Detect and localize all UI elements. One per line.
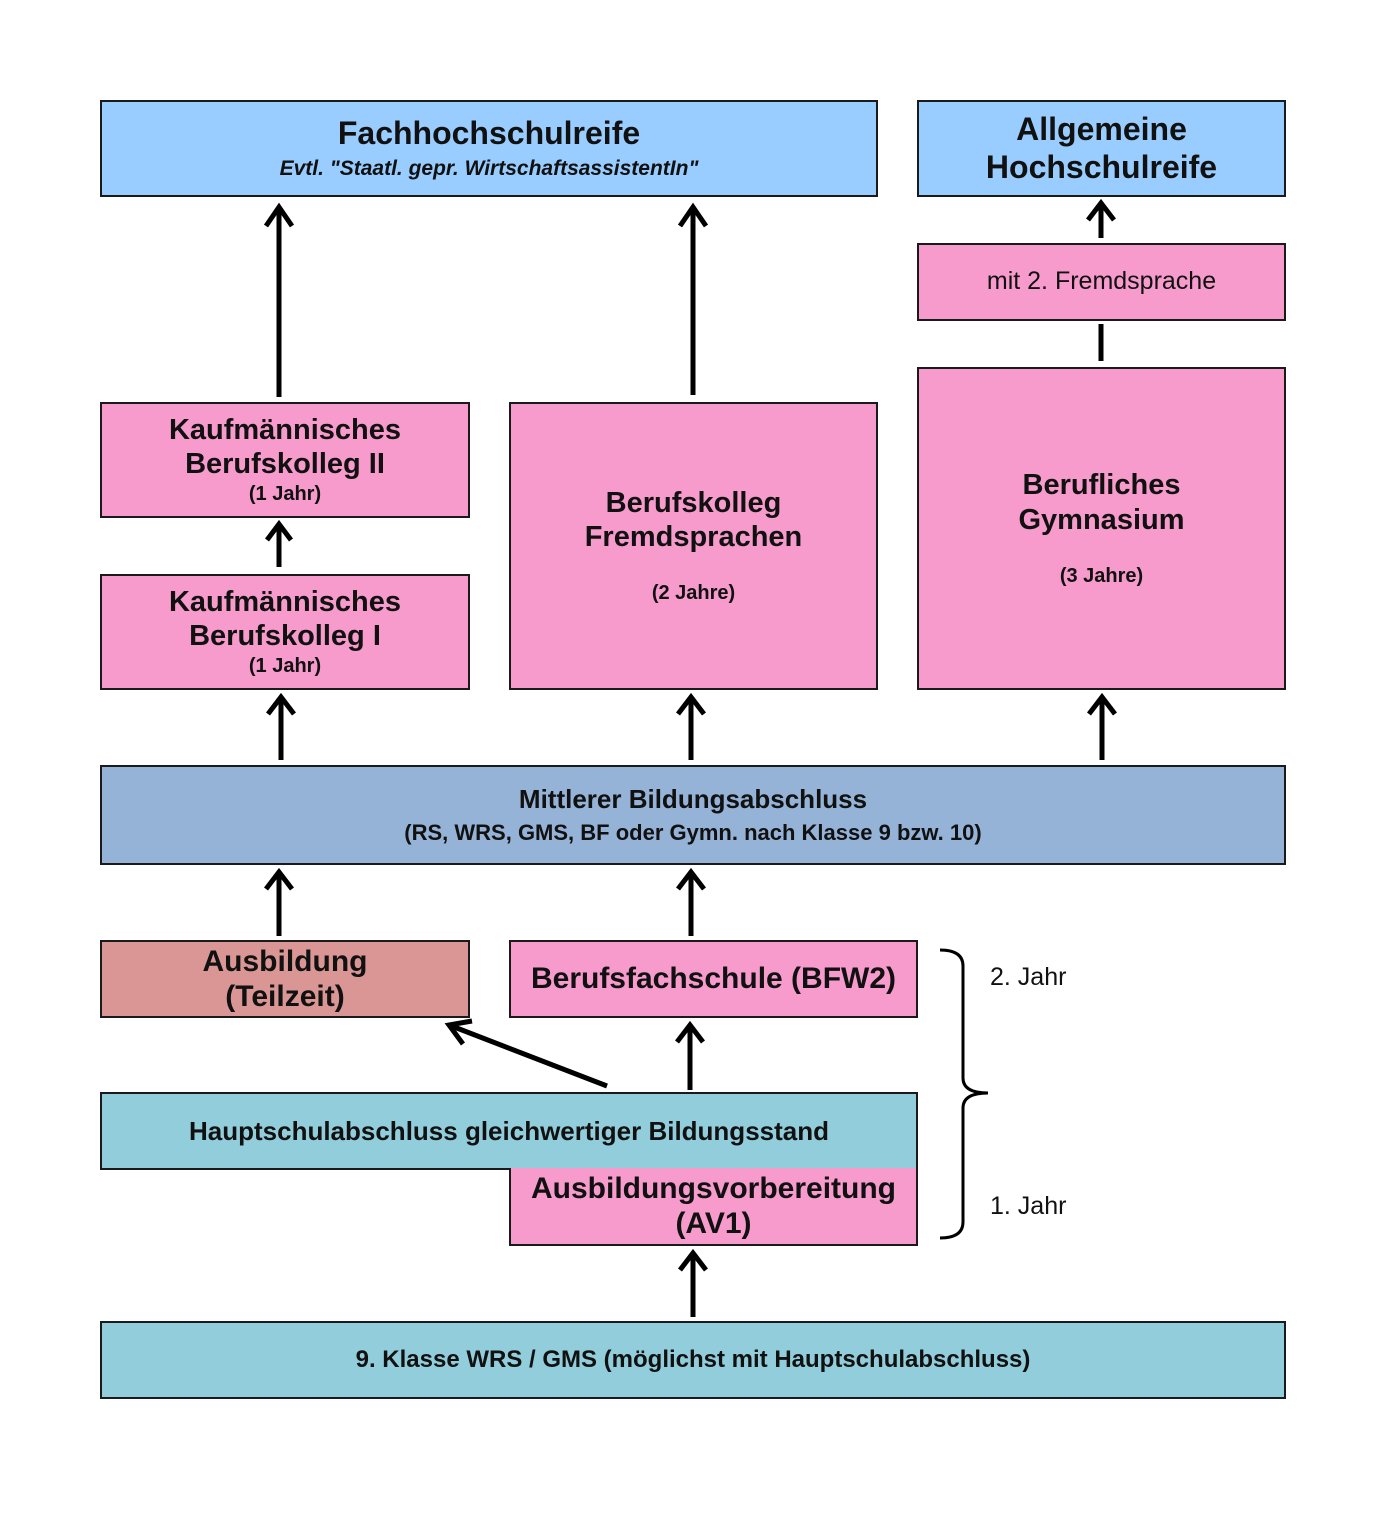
fachhochschulreife-subtitle: Evtl. "Staatl. gepr. Wirtschaftsassisten… bbox=[279, 156, 699, 180]
berufliches-gymnasium-line2: Gymnasium bbox=[1018, 503, 1185, 536]
ausbildung-line1: Ausbildung bbox=[202, 944, 368, 978]
year-2-label: 2. Jahr bbox=[990, 963, 1067, 991]
bfw2-label: Berufsfachschule (BFW2) bbox=[530, 962, 897, 996]
arrow-mittlerer-to-kbk1 bbox=[266, 692, 296, 760]
fachhochschulreife-box: Fachhochschulreife Evtl. "Staatl. gepr. … bbox=[100, 100, 878, 197]
arrow-fremdsprache-to-allgemeine-hochschulreife bbox=[1086, 198, 1116, 238]
bk-fremdsprachen-line1: Berufskolleg bbox=[605, 486, 782, 519]
fremdsprache-box: mit 2. Fremdsprache bbox=[917, 243, 1286, 321]
arrow-hauptschulabschluss-to-bfw2 bbox=[675, 1020, 705, 1090]
klasse-9-label: 9. Klasse WRS / GMS (möglichst mit Haupt… bbox=[355, 1345, 1031, 1373]
allgemeine-hochschulreife-box: Allgemeine Hochschulreife bbox=[917, 100, 1286, 197]
arrow-klasse9-to-av1 bbox=[678, 1248, 708, 1317]
arrow-bfw2-to-mittlerer bbox=[676, 867, 706, 936]
kaufmaennisches-berufskolleg-2-box: Kaufmännisches Berufskolleg II (1 Jahr) bbox=[100, 402, 470, 518]
ausbildung-line2: (Teilzeit) bbox=[225, 980, 345, 1013]
fachhochschulreife-title: Fachhochschulreife bbox=[337, 115, 641, 152]
berufsfachschule-bfw2-box: Berufsfachschule (BFW2) bbox=[509, 940, 918, 1018]
ausbildungsvorbereitung-av1-box: Ausbildungsvorbereitung (AV1) bbox=[509, 1168, 918, 1246]
hauptschulabschluss-box: Hauptschulabschluss gleichwertiger Bildu… bbox=[100, 1092, 918, 1170]
allgemeine-hochschulreife-line2: Hochschulreife bbox=[985, 148, 1218, 185]
av1-line1: Ausbildungsvorbereitung bbox=[530, 1171, 896, 1205]
allgemeine-hochschulreife-line1: Allgemeine bbox=[1016, 110, 1187, 147]
klasse-9-box: 9. Klasse WRS / GMS (möglichst mit Haupt… bbox=[100, 1321, 1286, 1399]
kbk1-line1: Kaufmännisches bbox=[168, 585, 402, 618]
year-bracket bbox=[939, 948, 989, 1240]
kbk2-duration: (1 Jahr) bbox=[248, 483, 322, 506]
arrow-ausbildung-to-mittlerer bbox=[264, 867, 294, 936]
kbk1-duration: (1 Jahr) bbox=[248, 655, 322, 678]
fremdsprache-label: mit 2. Fremdsprache bbox=[986, 267, 1217, 296]
berufliches-gymnasium-box: Berufliches Gymnasium (3 Jahre) bbox=[917, 367, 1286, 690]
hauptschulabschluss-label: Hauptschulabschluss gleichwertiger Bildu… bbox=[188, 1115, 829, 1146]
arrow-mittlerer-to-berufliches-gymnasium bbox=[1087, 692, 1117, 760]
berufliches-gymnasium-line1: Berufliches bbox=[1022, 469, 1181, 502]
bk-fremdsprachen-line2: Fremdsprachen bbox=[584, 521, 803, 554]
kbk2-line1: Kaufmännisches bbox=[168, 413, 402, 446]
ausbildung-teilzeit-box: Ausbildung (Teilzeit) bbox=[100, 940, 470, 1018]
arrow-kbk1-to-kbk2 bbox=[265, 519, 293, 567]
berufliches-gymnasium-duration: (3 Jahre) bbox=[1059, 564, 1144, 587]
av1-line2: (AV1) bbox=[675, 1207, 752, 1240]
year-1-label: 1. Jahr bbox=[990, 1192, 1067, 1220]
arrow-bk-fremdsprachen-to-fachhochschulreife bbox=[677, 202, 709, 395]
arrow-mittlerer-to-bk-fremdsprachen bbox=[676, 692, 706, 760]
arrow-hauptschulabschluss-to-ausbildung bbox=[444, 1018, 608, 1089]
arrow-kbk2-to-fachhochschulreife bbox=[263, 202, 295, 397]
mittlerer-subtitle: (RS, WRS, GMS, BF oder Gymn. nach Klasse… bbox=[404, 820, 982, 846]
kaufmaennisches-berufskolleg-1-box: Kaufmännisches Berufskolleg I (1 Jahr) bbox=[100, 574, 470, 690]
kbk1-line2: Berufskolleg I bbox=[189, 620, 381, 653]
berufskolleg-fremdsprachen-box: Berufskolleg Fremdsprachen (2 Jahre) bbox=[509, 402, 878, 690]
mittlerer-title: Mittlerer Bildungsabschluss bbox=[518, 783, 868, 814]
mittlerer-bildungsabschluss-box: Mittlerer Bildungsabschluss (RS, WRS, GM… bbox=[100, 765, 1286, 865]
bk-fremdsprachen-duration: (2 Jahre) bbox=[651, 582, 736, 605]
kbk2-line2: Berufskolleg II bbox=[185, 448, 385, 481]
